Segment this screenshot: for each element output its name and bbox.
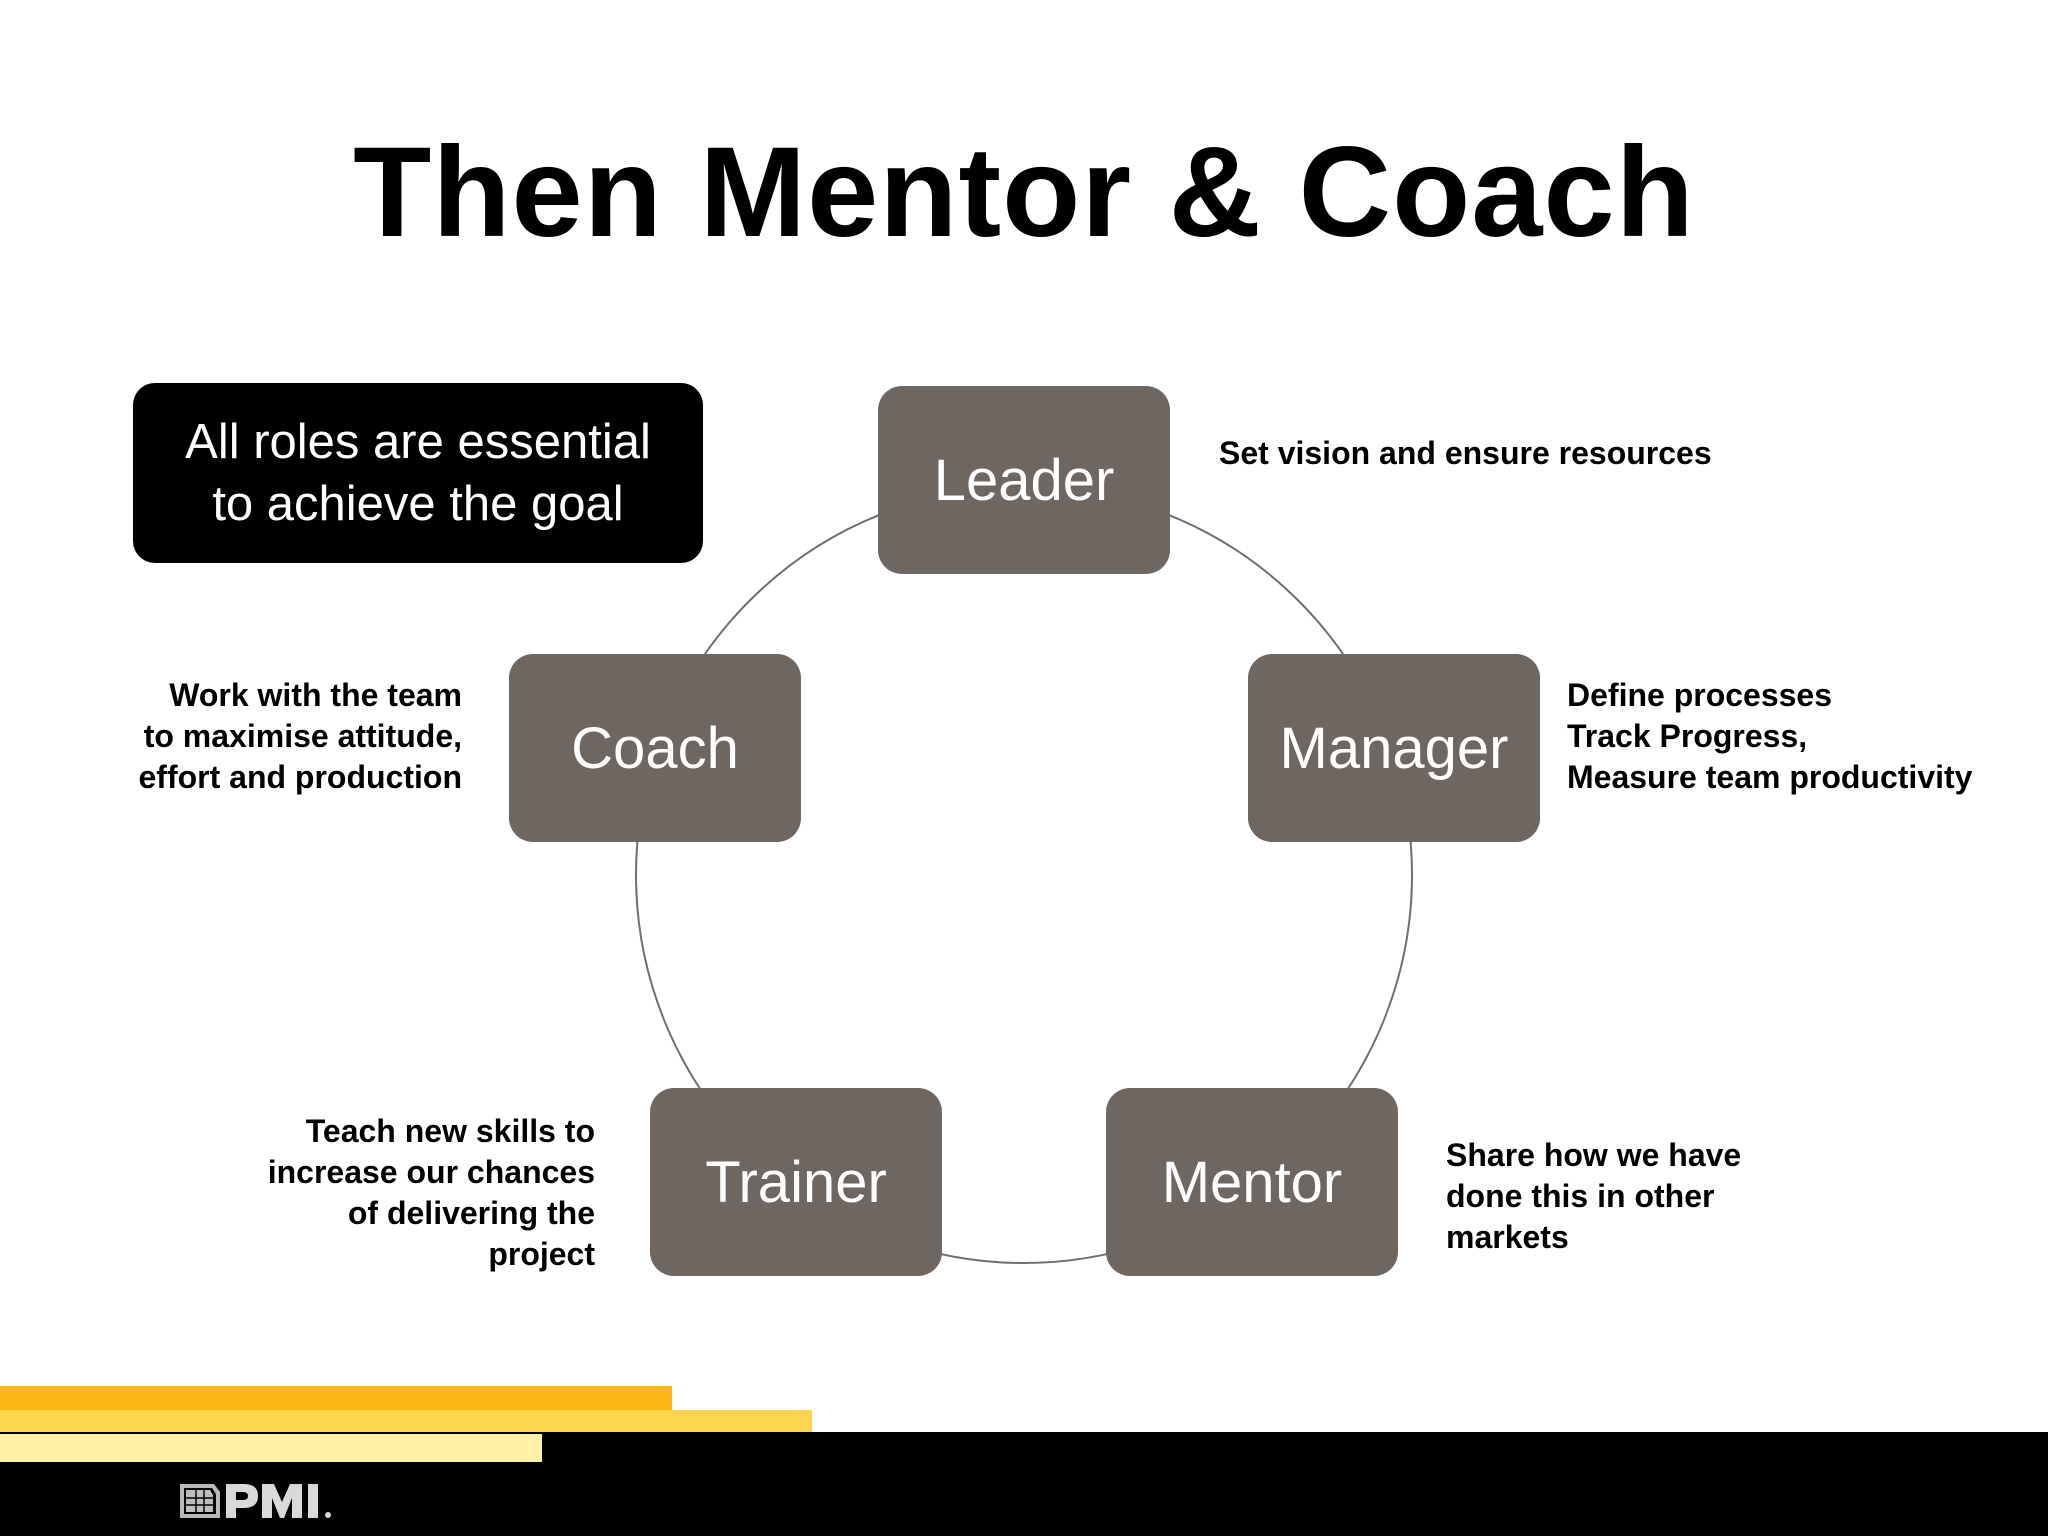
callout-text: All roles are essential to achieve the g… [185,415,651,531]
role-box-trainer: Trainer [650,1088,942,1276]
role-label-mentor: Mentor [1161,1149,1343,1215]
role-box-mentor: Mentor [1106,1088,1398,1276]
callout-box: All roles are essential to achieve the g… [133,383,703,563]
description-leader: Set vision and ensure resources [1219,435,1712,471]
description-coach: Work with the team to maximise attitude,… [138,677,462,795]
role-box-leader: Leader [878,386,1170,574]
role-box-manager: Manager [1248,654,1540,842]
role-box-coach: Coach [509,654,801,842]
footer-stripe-yellow [0,1410,812,1434]
role-label-leader: Leader [933,447,1115,513]
slide-title: Then Mentor & Coach [353,121,1695,264]
role-label-manager: Manager [1279,715,1509,781]
description-trainer: Teach new skills to increase our chances… [267,1113,595,1272]
footer-stripe-light-yellow-overlay [0,1434,542,1462]
description-manager: Define processes Track Progress, Measure… [1567,677,1973,795]
role-label-coach: Coach [571,715,739,781]
pmi-logo-icon [180,1484,331,1518]
description-mentor: Share how we have done this in other mar… [1446,1137,1742,1255]
role-label-trainer: Trainer [705,1149,887,1215]
footer-stripe-dark-yellow [0,1386,672,1410]
